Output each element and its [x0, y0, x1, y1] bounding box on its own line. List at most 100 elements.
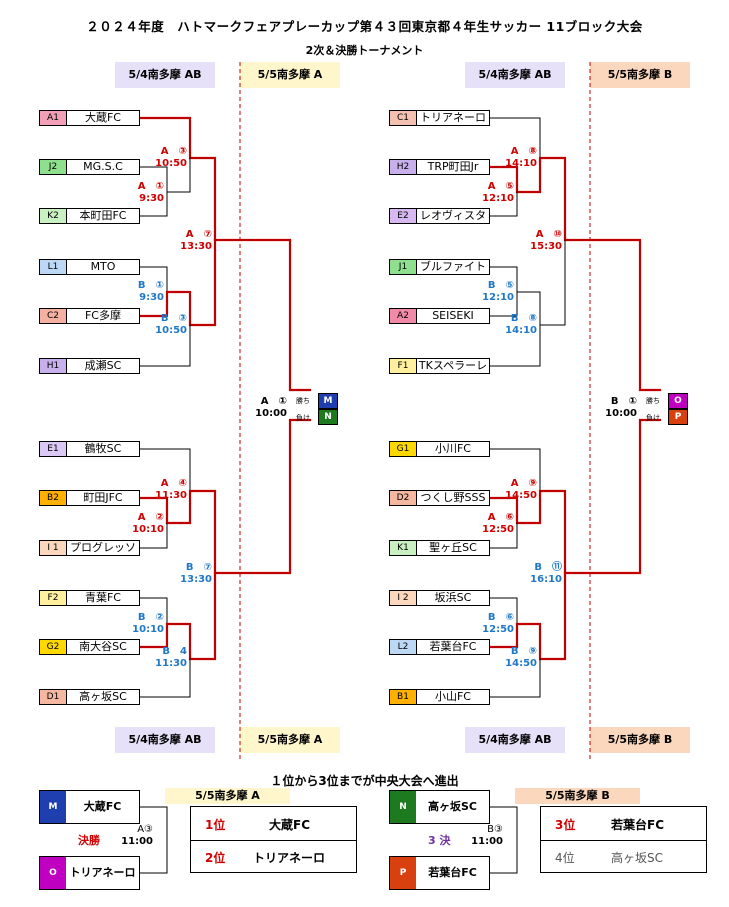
team-name: 聖ヶ丘SC [429, 541, 477, 554]
team-name: 小山FC [434, 690, 471, 703]
match-id: A ③ [160, 146, 187, 157]
match-id: B ① [610, 396, 637, 407]
team-code: B1 [390, 690, 417, 704]
band-bottom-left-ab: 5/4南多摩 AB [115, 727, 215, 753]
match-id: A ④ [160, 478, 187, 489]
br-l-k2 [139, 191, 168, 217]
rank4-team: 高ヶ坂SC [611, 851, 663, 865]
team-code: G2 [40, 640, 67, 654]
team-code: D2 [390, 491, 417, 505]
bottom-right-band: 5/5南多摩 B [515, 788, 640, 804]
rank1-team: 大蔵FC [269, 818, 311, 832]
match-time: 13:30 [180, 574, 212, 585]
team-code: C1 [390, 111, 417, 125]
team-name: 南大谷SC [79, 640, 127, 653]
match-time: 10:00 [605, 408, 637, 419]
team-code: H1 [40, 359, 67, 373]
match-time: 9:30 [139, 292, 164, 303]
team-code: L1 [40, 260, 67, 274]
code-chip: N [390, 791, 416, 823]
match-time: 13:30 [180, 241, 212, 252]
team-code: J2 [40, 160, 67, 174]
match-time: 10:10 [132, 524, 164, 535]
bottom-left-band: 5/5南多摩 A [165, 788, 290, 804]
chip-p: P [668, 409, 688, 425]
br-r-g1 [489, 448, 541, 492]
team-name: 若葉台FC [429, 640, 477, 653]
lose-label: 負け [646, 414, 660, 422]
match-time: 11:00 [471, 836, 503, 847]
team-name: 大蔵FC [84, 111, 121, 124]
band-left-a: 5/5南多摩 A [240, 62, 340, 88]
team-left-11: G2 南大谷SC [39, 639, 140, 655]
match-id: B ⑨ [510, 646, 537, 657]
match-time: 14:10 [505, 158, 537, 169]
match-id: B ⑪ [534, 562, 562, 573]
match-id: A ⑤ [487, 181, 514, 192]
match-time: 10:10 [132, 624, 164, 635]
bottom-right-bot-team: P 若葉台FC [389, 856, 490, 890]
match-id: B ⑥ [487, 612, 514, 623]
match-time: 14:50 [505, 658, 537, 669]
match-time: 16:10 [530, 574, 562, 585]
match-id: A ⑧ [510, 146, 537, 157]
match-id: B 4 [162, 646, 187, 657]
page-subtitle: 2次＆決勝トーナメント [305, 44, 424, 57]
team-right-7: G1 小川FC [389, 441, 490, 457]
lose-label: 負け [296, 414, 310, 422]
team-name: 坂浜SC [434, 591, 472, 604]
match-id: A ① [137, 181, 164, 192]
match-time: 14:10 [505, 325, 537, 336]
page-title: ２０２４年度 ハトマークフェアプレーカップ第４３回東京都４年生サッカー 11ブロ… [86, 19, 643, 34]
br-r-f1 [489, 324, 541, 367]
team-name: 成瀬SC [84, 359, 122, 372]
code-chip: P [390, 857, 416, 889]
band-left-ab: 5/4南多摩 AB [115, 62, 215, 88]
team-code: E1 [40, 442, 67, 456]
team-code: H2 [390, 160, 417, 174]
team-name: ブルファイト [420, 260, 486, 273]
br-r-c1 [489, 117, 541, 159]
br-l-c2 [138, 238, 217, 327]
match-id: A ② [137, 512, 164, 523]
band-bottom-left-a: 5/5南多摩 A [240, 727, 340, 753]
br-l-b2 [138, 418, 312, 575]
rank4-label: 4位 [555, 851, 575, 865]
bottom-left-bot-team: O トリアネーロ [39, 856, 140, 890]
br-l-g2 [138, 571, 217, 661]
band-right-ab: 5/4南多摩 AB [465, 62, 565, 88]
chip-n: N [318, 409, 338, 425]
rank2-label: 2位 [205, 851, 226, 865]
bottom-left-top-team: M 大蔵FC [39, 790, 140, 824]
bottom-right-ranks: 3位 若葉台FC 4位 高ヶ坂SC [540, 806, 707, 873]
br-r-k1 [489, 522, 518, 549]
match-time: 10:50 [155, 158, 187, 169]
team-name: TRP町田Jr [427, 160, 479, 173]
match-time: 12:10 [482, 292, 514, 303]
team-code: C2 [40, 309, 67, 323]
team-code: G1 [390, 442, 417, 456]
team-code: K1 [390, 541, 417, 555]
code-chip: M [40, 791, 66, 823]
team-name: 小川FC [434, 442, 471, 455]
